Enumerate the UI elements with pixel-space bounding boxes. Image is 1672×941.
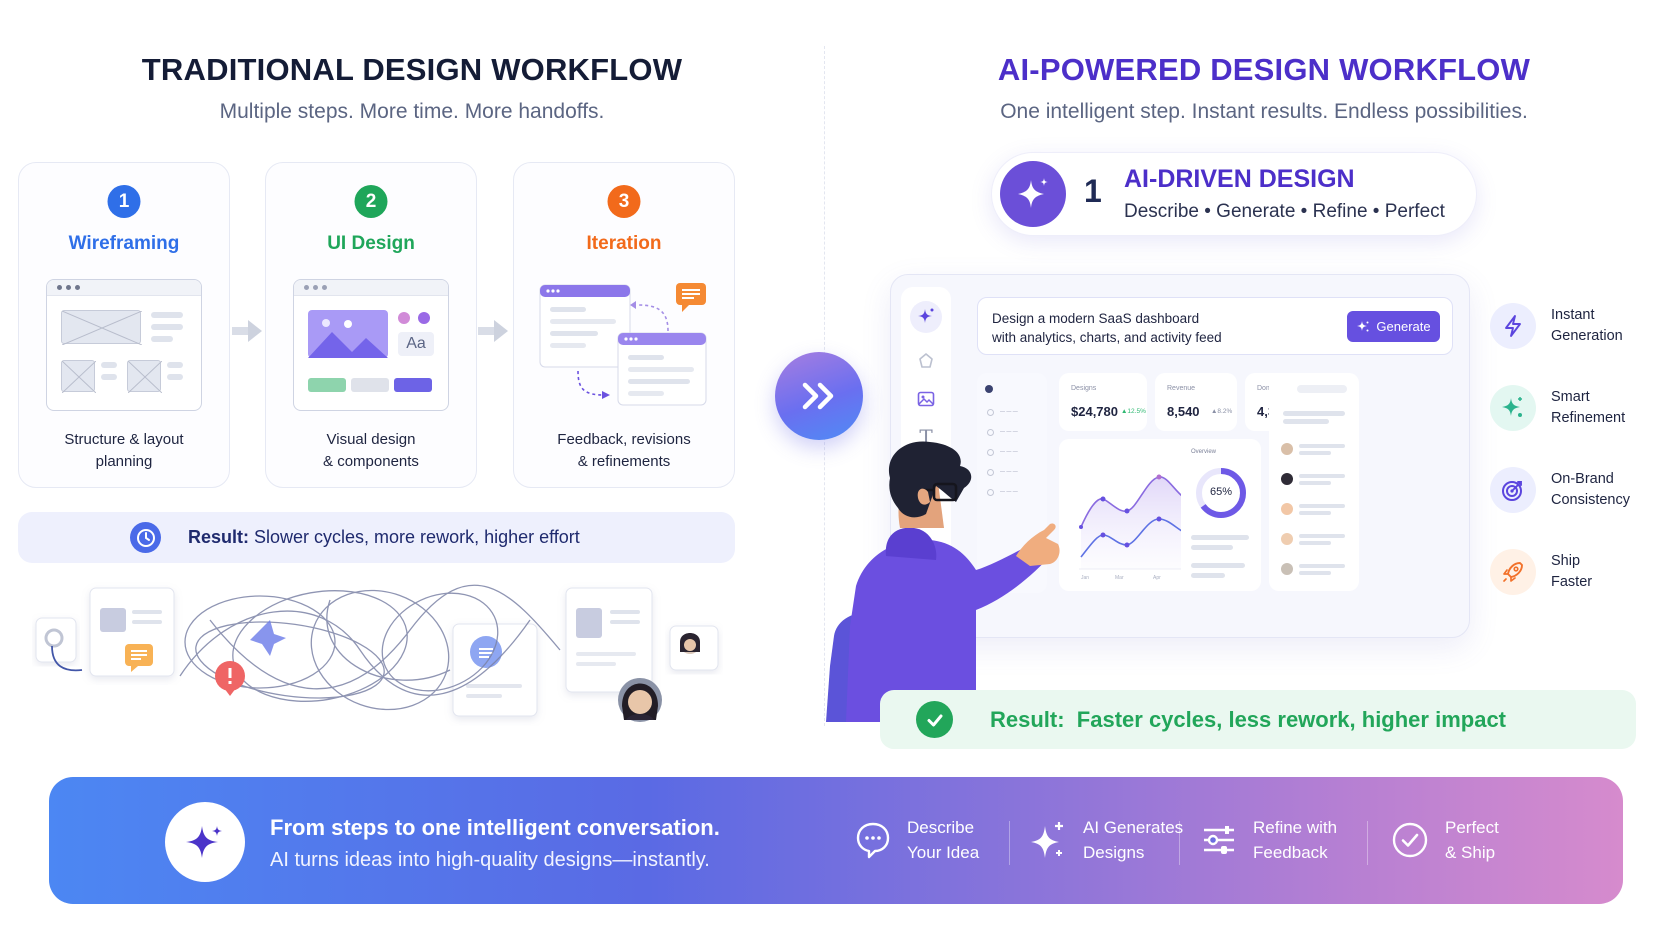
ai-workflow-title: AI-POWERED DESIGN WORKFLOW bbox=[997, 52, 1531, 87]
ai-workflow-subtitle: One intelligent step. Instant results. E… bbox=[1000, 100, 1528, 123]
traditional-workflow-title: TRADITIONAL DESIGN WORKFLOW bbox=[141, 52, 683, 87]
lightning-icon bbox=[1490, 303, 1536, 349]
traditional-result-banner: Result: Slower cycles, more rework, high… bbox=[18, 512, 735, 563]
color-swatch-purple bbox=[418, 312, 430, 324]
sparkle-icon bbox=[1031, 822, 1063, 858]
rocket-icon bbox=[1490, 549, 1536, 595]
image-placeholder-icon bbox=[61, 360, 97, 394]
step-card-wireframing: 1 Wireframing Structure & layout plannin… bbox=[18, 162, 230, 488]
kpi-card: Designs $24,780 ▲12.5% bbox=[1059, 373, 1147, 431]
sparkle-icon bbox=[1490, 385, 1536, 431]
image-icon bbox=[308, 310, 388, 358]
avatar bbox=[1281, 533, 1293, 545]
double-chevron-right-icon bbox=[802, 382, 834, 410]
traditional-workflow-subtitle: Multiple steps. More time. More handoffs… bbox=[219, 100, 605, 123]
generate-button[interactable]: Generate bbox=[1347, 311, 1440, 342]
result-prefix: Result: bbox=[990, 706, 1065, 732]
step-number-badge: 1 bbox=[107, 185, 141, 218]
sliders-icon bbox=[1204, 826, 1234, 854]
step-description: Visual design & components bbox=[323, 431, 419, 470]
avatar bbox=[1281, 503, 1293, 515]
step-label: Iteration bbox=[586, 233, 662, 254]
color-swatch-pink bbox=[398, 312, 410, 324]
chat-bubble-icon bbox=[856, 822, 890, 859]
pill-subtitle: Describe • Generate • Refine • Perfect bbox=[1124, 201, 1445, 222]
check-icon bbox=[916, 701, 953, 738]
svg-text:Apr: Apr bbox=[1153, 575, 1161, 581]
arrow-right-icon bbox=[232, 320, 262, 342]
step-separator bbox=[1367, 821, 1368, 865]
svg-text:Jan: Jan bbox=[1081, 575, 1089, 581]
summary-subline: AI turns ideas into high-quality designs… bbox=[270, 849, 710, 871]
step-separator bbox=[1179, 821, 1180, 865]
result-prefix: Result: bbox=[188, 527, 250, 547]
kpi-card: Revenue 8,540 ▲8.2% bbox=[1155, 373, 1237, 431]
svg-text:Mar: Mar bbox=[1115, 575, 1124, 581]
clock-icon bbox=[130, 522, 161, 553]
wireframe-mockup bbox=[46, 279, 202, 411]
result-text: Slower cycles, more rework, higher effor… bbox=[249, 527, 580, 547]
ai-result-banner: Result: Faster cycles, less rework, high… bbox=[880, 690, 1636, 749]
transition-arrow-button bbox=[775, 352, 863, 440]
step-label: Wireframing bbox=[68, 233, 180, 254]
avatar bbox=[1281, 563, 1293, 575]
sparkle-icon bbox=[1357, 320, 1369, 331]
prompt-input[interactable]: Design a modern SaaS dashboard with anal… bbox=[977, 297, 1453, 355]
avatar bbox=[1281, 473, 1293, 485]
donut-value: 65% bbox=[1209, 486, 1233, 498]
target-icon bbox=[1490, 467, 1536, 513]
donut-panel: Overview 65% bbox=[1181, 439, 1261, 591]
step-description: Feedback, revisions & refinements bbox=[557, 431, 691, 470]
image-placeholder-icon bbox=[127, 360, 163, 394]
activity-feed-panel bbox=[1269, 373, 1359, 591]
image-placeholder-icon bbox=[61, 310, 143, 346]
pill-title: AI-DRIVEN DESIGN bbox=[1124, 165, 1355, 193]
summary-headline: From steps to one intelligent conversati… bbox=[270, 815, 720, 840]
step-separator bbox=[1009, 821, 1010, 865]
typography-sample: Aa bbox=[398, 332, 434, 356]
step-card-ui-design: 2 UI Design Aa Visual design & component… bbox=[265, 162, 477, 488]
designer-illustration bbox=[826, 441, 1060, 722]
result-text: Faster cycles, less rework, higher impac… bbox=[1076, 706, 1507, 732]
check-circle-icon bbox=[1392, 822, 1428, 858]
sparkle-icon bbox=[165, 802, 245, 882]
summary-step-ship: Perfect& Ship bbox=[1391, 815, 1499, 865]
pill-step-number: 1 bbox=[1084, 173, 1102, 209]
summary-banner: From steps to one intelligent conversati… bbox=[49, 777, 1623, 904]
button-swatch-gray bbox=[351, 378, 389, 392]
button-swatch-purple bbox=[394, 378, 432, 392]
tangled-handoffs-illustration bbox=[35, 584, 719, 722]
step-number-badge: 3 bbox=[607, 185, 641, 218]
donut-chart bbox=[1196, 468, 1246, 518]
sparkle-icon bbox=[1000, 161, 1066, 227]
step-label: UI Design bbox=[327, 233, 415, 254]
iteration-illustration bbox=[539, 283, 707, 406]
sparkle-tool-icon[interactable] bbox=[910, 301, 942, 333]
arrow-right-icon bbox=[478, 320, 508, 342]
step-number-badge: 2 bbox=[354, 185, 388, 218]
ai-driven-design-pill: 1 AI-DRIVEN DESIGN Describe • Generate •… bbox=[991, 152, 1477, 236]
image-tool-icon[interactable] bbox=[910, 383, 942, 415]
shape-tool-icon[interactable] bbox=[910, 345, 942, 377]
step-description: Structure & layout planning bbox=[64, 431, 184, 470]
avatar bbox=[1281, 443, 1293, 455]
button-swatch-green bbox=[308, 378, 346, 392]
ui-design-mockup: Aa bbox=[293, 279, 449, 411]
logo-icon bbox=[985, 385, 993, 393]
step-card-iteration: 3 Iteration Feedback, revisions & refine… bbox=[513, 162, 735, 488]
